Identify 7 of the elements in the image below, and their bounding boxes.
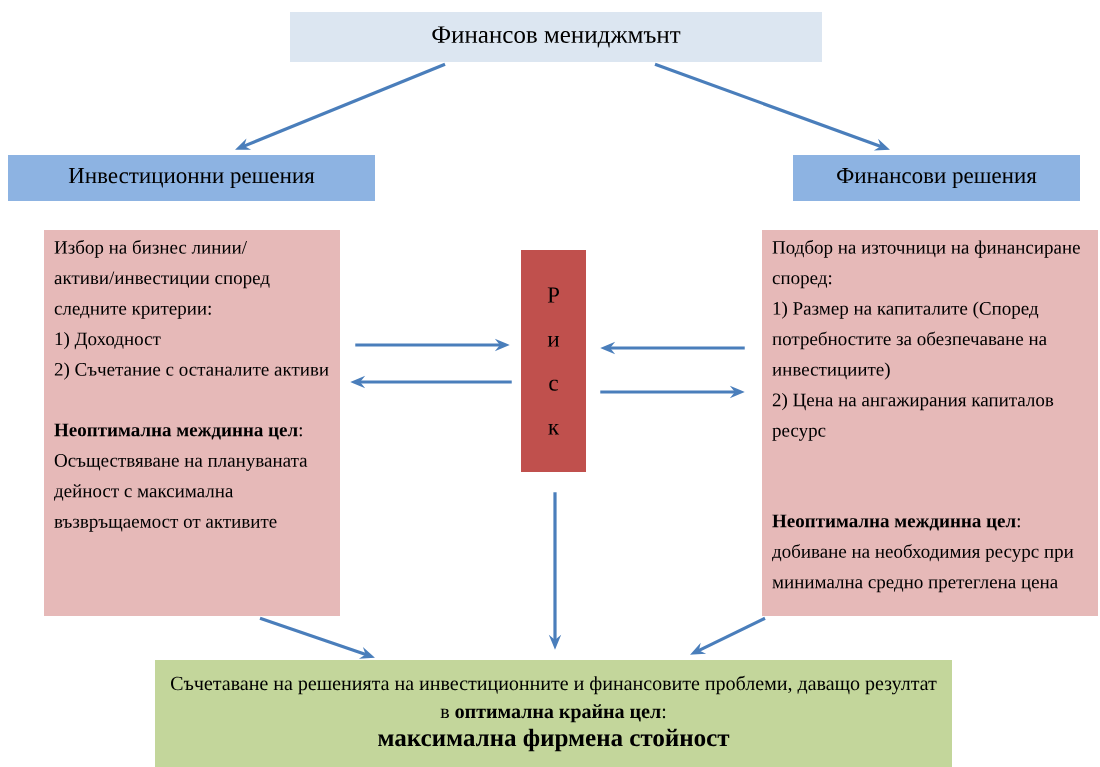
title-box: Финансов мениджмънт — [290, 12, 822, 62]
heading-box: Финансови решения — [793, 155, 1080, 201]
criteria-box: Избор на бизнес линии/ активи/инвестиции според следните критерии: 1) Доходност 2) Съчетание с останалите активи Неоптимална междинна цел: Осъществяване на плануваната дейност с максимална възвръщаемост от активите — [44, 230, 340, 616]
risk-box: Р и с к — [521, 250, 586, 472]
result-box: Съчетаване на решенията на инвестиционните и финансовите проблеми, даващо резултат в оптимална крайна цел: максимална фирмена стойност — [155, 660, 952, 767]
criteria-box: Подбор на източници на финансиране според: 1) Размер на капиталите (Според потребностите за обезпечаване на инвестициите) 2) Цена на ангажирания капиталов ресурс Неоптимална междинна цел: добиване на необходимия ресурс при минимална средно претеглена цена — [762, 230, 1098, 616]
heading-box: Инвестиционни решения — [8, 155, 375, 201]
